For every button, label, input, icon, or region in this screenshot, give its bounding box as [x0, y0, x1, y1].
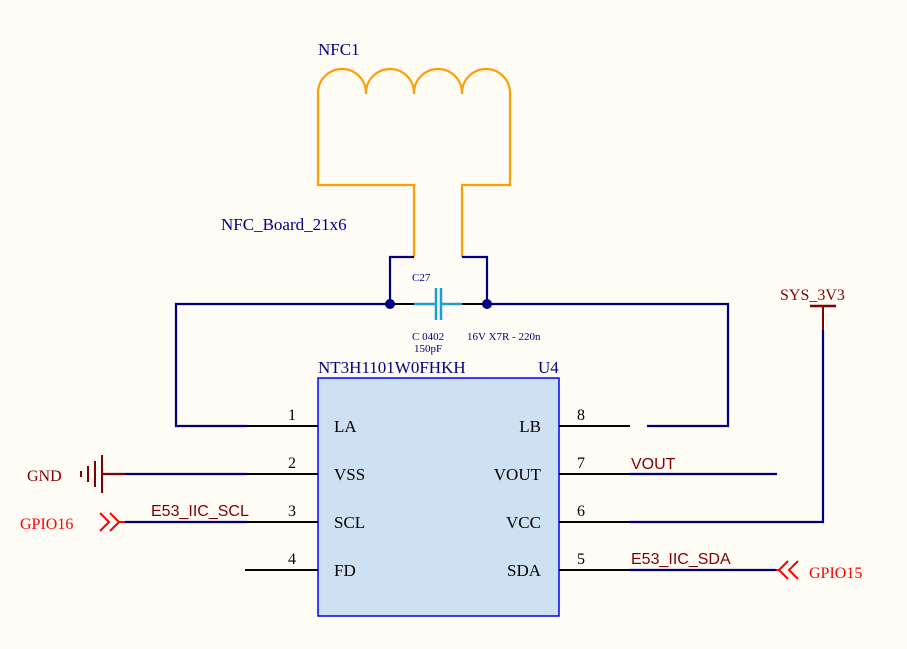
gnd-label: GND: [27, 468, 62, 485]
pin-4-name: FD: [334, 561, 356, 580]
wire-antenna-left: [388, 255, 414, 304]
pin-8-number: 8: [577, 407, 585, 424]
junction-dot-right: [482, 299, 492, 309]
wire-antenna-right: [462, 255, 489, 304]
antenna-lead-right: [460, 93, 512, 257]
pin-1-name: LA: [334, 417, 357, 436]
capacitor-description: 16V X7R - 220n: [467, 331, 541, 343]
antenna-comment: NFC_Board_21x6: [221, 215, 347, 234]
capacitor-c27[interactable]: C27 C 0402 150pF 16V X7R - 220n: [412, 272, 541, 355]
chip-body: [317, 377, 560, 617]
pin-4-number: 4: [288, 551, 296, 568]
chip-designator: U4: [538, 358, 559, 377]
scl-net[interactable]: E53_IIC_SCL GPIO16: [20, 503, 249, 533]
pin-2-number: 2: [288, 455, 296, 472]
wire-la-loop: [174, 302, 390, 428]
vout-net[interactable]: VOUT: [630, 456, 777, 476]
gnd-power-port[interactable]: GND: [27, 455, 247, 493]
sda-net[interactable]: E53_IIC_SDA GPIO15: [630, 551, 862, 582]
pin-5-number: 5: [577, 551, 585, 568]
pin-3-name: SCL: [334, 513, 365, 532]
vout-net-label: VOUT: [631, 456, 676, 473]
pin-6-name: VCC: [506, 513, 541, 532]
pin-2-name: VSS: [334, 465, 365, 484]
scl-net-label: E53_IIC_SCL: [151, 503, 249, 520]
la-lb-wires: [174, 255, 730, 428]
pin-7-number: 7: [577, 455, 585, 472]
capacitor-designator: C27: [412, 272, 431, 284]
gpio15-arrow-2: [787, 560, 799, 580]
gpio16-port-label: GPIO16: [20, 516, 73, 533]
sda-net-label: E53_IIC_SDA: [631, 551, 731, 568]
pin-1-number: 1: [288, 407, 296, 424]
gpio15-port-label: GPIO15: [809, 565, 862, 582]
junction-dot-left: [385, 299, 395, 309]
capacitor-value: 150pF: [414, 343, 442, 355]
pin-6-number: 6: [577, 503, 585, 520]
pin-5-name: SDA: [507, 561, 542, 580]
capacitor-footprint: C 0402: [412, 331, 444, 343]
chip-u4[interactable]: NT3H1101W0FHKH U4 1 LA 2 VSS 3 SCL 4 FD …: [245, 358, 630, 617]
antenna-designator: NFC1: [318, 40, 360, 59]
sys-3v3-label: SYS_3V3: [780, 287, 845, 304]
pin-3-number: 3: [288, 503, 296, 520]
chip-part-number: NT3H1101W0FHKH: [318, 358, 466, 377]
pin-8-name: LB: [519, 417, 541, 436]
pin-7-name: VOUT: [494, 465, 542, 484]
nfc-antenna[interactable]: NFC1 NFC_Board_21x6: [221, 40, 512, 257]
sys-3v3-power-port[interactable]: SYS_3V3: [630, 287, 845, 524]
antenna-lead-left: [316, 93, 416, 257]
gpio16-arrow-1: [99, 512, 111, 532]
wire-lb-loop: [487, 302, 730, 428]
wire-vcc: [630, 330, 825, 524]
